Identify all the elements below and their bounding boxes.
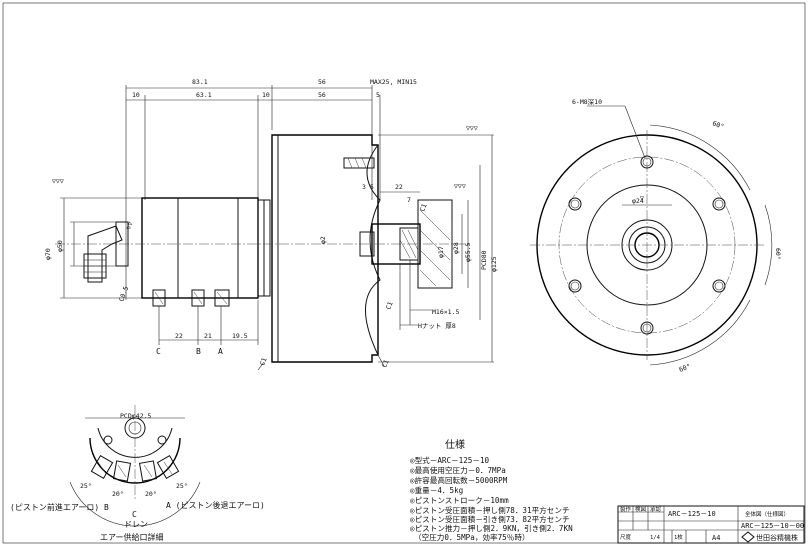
dim-flange-dia2: φ125 bbox=[490, 256, 498, 272]
dim-flange-dia1: φ55.5 bbox=[464, 242, 472, 262]
spec-line-2: ◎最高使用空圧力－0．7MPa bbox=[410, 465, 506, 475]
radial-fittings bbox=[90, 455, 180, 482]
dim-shaft-off: 7 bbox=[407, 196, 411, 204]
tb-col-2: 検図 bbox=[635, 505, 647, 513]
dim-shaft-b: 3 bbox=[362, 183, 366, 191]
front-view: 6-M8深10 60° 60° 60° φ24 ▽ bbox=[530, 97, 782, 374]
dim-thread: M16×1.5 bbox=[432, 308, 459, 316]
dim-top-flange: 56 bbox=[318, 78, 326, 86]
spec-line-3: ◎許容最高回転数－5000RPM bbox=[410, 475, 508, 485]
tb-model: ARC－125－10 bbox=[668, 510, 716, 518]
surface-mark-right: ▽▽▽ bbox=[466, 124, 478, 132]
tb-scale-label: 尺度 bbox=[620, 533, 632, 541]
tb-size: A4 bbox=[712, 534, 720, 542]
angle-25-left: 25° bbox=[80, 482, 92, 490]
dim-bottom-21: 21 bbox=[204, 332, 212, 340]
tb-drawing-type: 全体図（仕様図） bbox=[745, 510, 789, 518]
dim-bottom-195: 19.5 bbox=[232, 332, 248, 340]
dim-body-dia: φ70 bbox=[44, 248, 52, 260]
tb-scale: 1/4 bbox=[650, 535, 661, 541]
dim-chamfer-c1-d: C1 bbox=[418, 203, 428, 213]
port-c-label: C bbox=[156, 347, 161, 356]
pcd-small: PCDφ42.5 bbox=[120, 412, 151, 420]
dim-chamfer-c05: C0.5 bbox=[117, 285, 130, 303]
dim-body-dia2: φ50 bbox=[56, 240, 64, 252]
dim-second-right: 5 bbox=[376, 91, 380, 99]
dim-bottom-22: 22 bbox=[175, 332, 183, 340]
dim-chamfer-c1-b: C1 bbox=[380, 359, 390, 369]
dim-hexnut: Hナット 厚8 bbox=[418, 322, 456, 330]
dim-top-total: 83.1 bbox=[192, 78, 208, 86]
dim-flange-pcd: PCD80 bbox=[480, 250, 488, 270]
dim-shaft-a: 5 bbox=[370, 183, 374, 191]
detail-caption: エアー供給口詳細 bbox=[100, 532, 164, 542]
spec-line-6: ◎ピストン受圧面積－押し側78．31平方センチ bbox=[410, 505, 570, 515]
angle-25-right: 25° bbox=[176, 482, 188, 490]
spec-line-9: （空圧力0．5MPa，効率75％時） bbox=[414, 532, 530, 542]
dim-second-left: 10 bbox=[132, 91, 140, 99]
company-logo-icon bbox=[741, 531, 755, 543]
center-dia: φ24 bbox=[632, 197, 644, 205]
dim-shaft-dia: φ17 bbox=[437, 246, 445, 258]
dim-shaft-len: 22 bbox=[395, 183, 403, 191]
tb-company: 世田谷精機株 bbox=[756, 533, 798, 542]
angle-top: 60° bbox=[711, 119, 725, 131]
surface-mark-left: ▽▽▽ bbox=[52, 177, 64, 185]
port-b-label: B bbox=[196, 347, 201, 356]
dim-top-max: MAX25, MIN15 bbox=[370, 78, 417, 86]
spec-line-5: ◎ピストンストローク－10mm bbox=[410, 496, 509, 505]
spec-block: 仕様 ◎型式－ARC－125－10 ◎最高使用空圧力－0．7MPa ◎許容最高回… bbox=[410, 438, 573, 542]
dim-second-flange: 56 bbox=[318, 91, 326, 99]
angle-20-right: 20° bbox=[145, 490, 157, 498]
hole-callout: 6-M8深10 bbox=[572, 97, 602, 106]
dim-shaft-dia2: φ28 bbox=[452, 242, 460, 254]
side-view: 83.1 56 MAX25, MIN15 10 63.1 10 56 5 bbox=[44, 78, 498, 371]
tb-sheet: 1枚 bbox=[674, 533, 683, 541]
spec-line-1: ◎型式－ARC－125－10 bbox=[410, 455, 490, 465]
spec-line-4: ◎重量－4．5kg bbox=[410, 486, 463, 495]
port-a-label: A bbox=[218, 347, 223, 356]
dim-chamfer-c1-a: C1 bbox=[258, 357, 268, 367]
port-c-caption: C bbox=[132, 510, 137, 519]
spec-title: 仕様 bbox=[445, 438, 465, 451]
spec-line-7: ◎ピストン受圧面積－引き側73．82平方センチ bbox=[410, 514, 570, 524]
title-block: 製作 検図 承認 ARC－125－10 全体図（仕様図） ARC－125－10－… bbox=[617, 505, 805, 544]
angle-right: 60° bbox=[774, 248, 782, 260]
bolt-holes bbox=[568, 155, 726, 335]
svg-text:▽▽: ▽▽ bbox=[124, 221, 134, 231]
dim-second-body: 63.1 bbox=[196, 91, 212, 99]
tb-drawing-number: ARC－125－10－00 bbox=[741, 522, 804, 530]
spec-line-8: ◎ピストン推力－押し側2．9KN，引き側2．7KN bbox=[410, 523, 573, 533]
dim-small-dia: φ2 bbox=[319, 236, 327, 244]
port-b-caption: (ピストン前進エアーロ) B bbox=[10, 502, 109, 512]
svg-text:▽: ▽ bbox=[640, 194, 644, 202]
angle-bottom: 60° bbox=[678, 362, 692, 374]
tb-col-3: 承認 bbox=[650, 505, 662, 513]
dim-chamfer-c1-c: C1 bbox=[384, 301, 394, 311]
drain-label: ドレン bbox=[124, 520, 148, 529]
svg-text:▽▽▽: ▽▽▽ bbox=[454, 182, 466, 190]
angle-20-left: 20° bbox=[112, 490, 124, 498]
port-a-caption: A (ピストン後退エアーロ) bbox=[166, 500, 265, 510]
dim-second-gap: 10 bbox=[262, 91, 270, 99]
port-detail-view: PCDφ42.5 25° 20° 20° 25° (ピストン前進エアーロ) B … bbox=[10, 405, 265, 542]
tb-col-1: 製作 bbox=[620, 505, 632, 513]
